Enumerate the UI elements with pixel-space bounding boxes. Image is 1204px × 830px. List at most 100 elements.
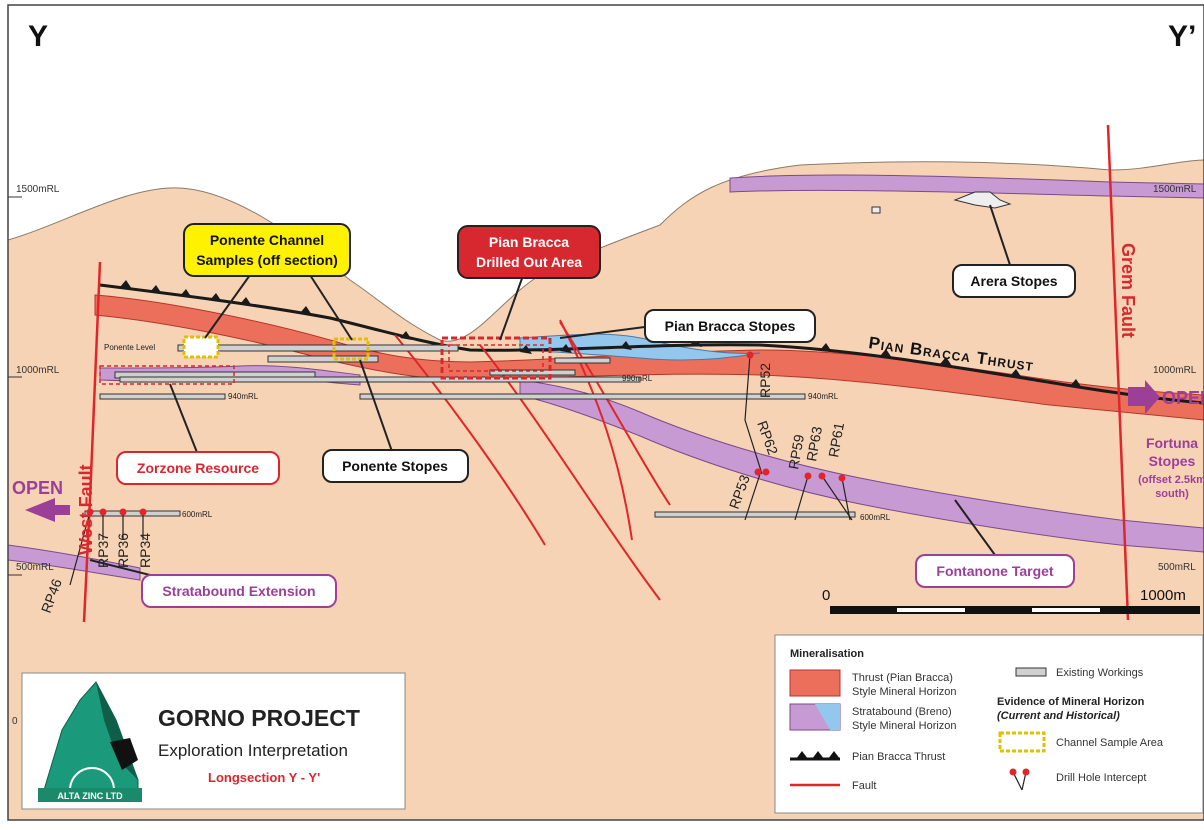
legend-swatch-thrust: [789, 669, 841, 697]
channel-sample-area-2: [332, 337, 370, 361]
callout-text: Arera Stopes: [970, 273, 1057, 289]
corner-label-right: Y’: [1168, 20, 1196, 53]
ponente-level-label: Ponente Level: [104, 343, 155, 352]
scale-start-label: 0: [822, 587, 830, 604]
elev-label: 1500mRL: [1153, 184, 1197, 195]
callout-stratabound-extension: Stratabound Extension: [141, 574, 337, 608]
legend-evidence-title: Evidence of Mineral Horizon: [997, 696, 1145, 708]
legend-text: Style Mineral Horizon: [852, 720, 957, 732]
drill-hole-label: RP34: [137, 533, 153, 568]
level-600b: 600mRL: [860, 513, 891, 522]
legend-swatch-drill: [1009, 768, 1030, 791]
level-990: 990mRL: [622, 374, 653, 383]
logo-text: ALTA ZINC LTD: [57, 791, 123, 801]
elev-label: 0: [12, 716, 18, 727]
grem-fault-line: [1106, 124, 1130, 621]
legend-swatch-thrust-line: [790, 751, 840, 761]
fortuna-stopes-label: Fortuna Stopes (offset 2.5km south): [1138, 435, 1204, 500]
legend-text: Stratabound (Breno): [852, 706, 952, 718]
drill-hole-label: RP37: [95, 533, 111, 568]
legend-swatch-channel: [998, 731, 1046, 753]
corner-label-left: Y: [28, 20, 48, 53]
callout-zorzone-resource: Zorzone Resource: [116, 451, 280, 485]
drill-hole-label: RP63: [803, 425, 825, 462]
pian-bracca-drilled-box: [440, 336, 552, 380]
callout-text: Samples (off section): [196, 252, 338, 268]
legend: Mineralisation Thrust (Pian Bracca) Styl…: [774, 634, 1204, 814]
project-title: GORNO PROJECT: [158, 705, 360, 731]
drill-hole-label: RP59: [785, 433, 807, 470]
project-subtitle: Exploration Interpretation: [158, 741, 348, 760]
channel-sample-area-1: [182, 335, 220, 359]
legend-text: Channel Sample Area: [1056, 737, 1164, 749]
elev-label: 500mRL: [1158, 562, 1196, 573]
fortuna-line: (offset 2.5km: [1138, 474, 1204, 486]
legend-text: Drill Hole Intercept: [1056, 772, 1146, 784]
callout-text: Ponente Channel: [210, 232, 324, 248]
west-fault-label: West Fault: [76, 464, 96, 555]
legend-text: Thrust (Pian Bracca): [852, 672, 953, 684]
callout-pian-bracca-stopes: Pian Bracca Stopes: [644, 309, 816, 343]
legend-swatch-workings: [1015, 667, 1047, 677]
fault-1: [394, 334, 546, 546]
elev-label: 500mRL: [16, 562, 54, 573]
thrust-teeth: [120, 280, 1082, 388]
callout-pian-bracca-drilled: Pian Bracca Drilled Out Area: [457, 225, 601, 279]
elev-label: 1000mRL: [16, 365, 60, 376]
open-label-right: OPEN: [1162, 388, 1204, 408]
callout-fontanone-target: Fontanone Target: [915, 554, 1075, 588]
alta-zinc-logo: ALTA ZINC LTD: [38, 681, 142, 802]
scale-end-label: 1000m: [1140, 587, 1186, 604]
fortuna-line: Fortuna: [1146, 435, 1198, 451]
open-arrow-left: [25, 498, 70, 522]
legend-swatch-stratabound: [789, 703, 841, 731]
callout-text: Ponente Stopes: [342, 458, 448, 474]
upper-stratabound-band: [729, 174, 1204, 199]
callout-text: Stratabound Extension: [162, 583, 315, 599]
drill-hole-label: RP36: [115, 533, 131, 568]
legend-text: Existing Workings: [1056, 667, 1144, 679]
callout-text: Drilled Out Area: [476, 254, 582, 270]
callout-ponente-stopes: Ponente Stopes: [322, 449, 469, 483]
elevation-labels: 1500mRL 1000mRL 500mRL 0 1500mRL 1000mRL…: [8, 184, 1197, 727]
open-arrow-right: [1128, 380, 1160, 414]
legend-title: Mineralisation: [790, 648, 864, 660]
fortuna-line: south): [1155, 488, 1189, 500]
legend-evidence-sub: (Current and Historical): [997, 710, 1120, 722]
zorzone-dashed-box: [99, 365, 235, 385]
fault-4: [559, 319, 633, 541]
drill-hole-traces: [69, 354, 853, 586]
elev-label: 1000mRL: [1153, 365, 1197, 376]
drill-hole-label: RP52: [757, 363, 773, 398]
callout-text: Pian Bracca Stopes: [665, 318, 796, 334]
title-box: ALTA ZINC LTD GORNO PROJECT Exploration …: [21, 672, 406, 810]
callout-text: Zorzone Resource: [137, 460, 259, 476]
stratabound-band-main: [519, 379, 1204, 553]
grem-fault-label: Grem Fault: [1118, 243, 1138, 338]
fault-3: [559, 321, 671, 506]
drill-hole-intercepts: [86, 351, 846, 516]
open-label-left: OPEN: [12, 478, 63, 498]
legend-text: Pian Bracca Thrust: [852, 751, 945, 763]
legend-text: Style Mineral Horizon: [852, 686, 957, 698]
callout-ponente-channel: Ponente Channel Samples (off section): [183, 223, 351, 277]
pian-bracca-thrust-line: [99, 283, 1204, 405]
existing-workings: [84, 344, 856, 518]
arera-stopes-shapes: [871, 191, 1012, 214]
stratabound-band-sw: [8, 544, 141, 581]
section-label: Longsection Y - Y': [208, 770, 320, 785]
west-fault-line: [82, 261, 102, 623]
drill-hole-label: RP61: [825, 421, 847, 458]
map-frame: [7, 4, 1204, 821]
scale-bar: [830, 606, 1200, 614]
level-940b: 940mRL: [808, 392, 839, 401]
legend-text: Fault: [852, 780, 876, 792]
level-940a: 940mRL: [228, 392, 259, 401]
fortuna-line: Stopes: [1149, 453, 1196, 469]
callout-leaders: [89, 204, 1011, 576]
callout-text: Fontanone Target: [936, 563, 1054, 579]
callout-arera-stopes: Arera Stopes: [952, 264, 1076, 298]
level-600a: 600mRL: [182, 510, 213, 519]
callout-text: Pian Bracca: [489, 234, 569, 250]
